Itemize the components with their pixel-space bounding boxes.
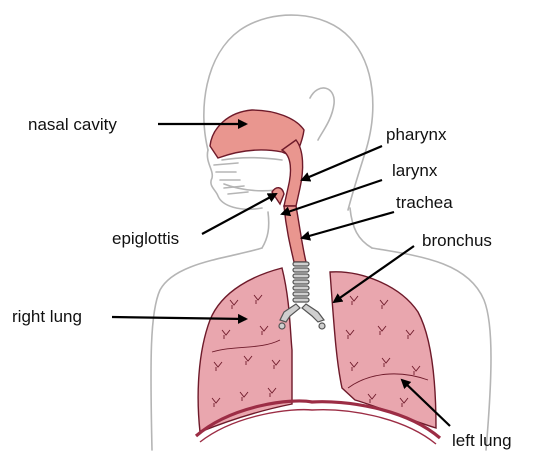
left-lung [330, 272, 436, 428]
trachea [284, 206, 306, 262]
label-bronchus: bronchus [422, 231, 492, 250]
label-right-lung: right lung [12, 307, 82, 326]
arrow-trachea [302, 212, 394, 238]
label-nasal-cavity: nasal cavity [28, 115, 117, 134]
arrow-pharynx [302, 146, 382, 180]
neck-left [262, 212, 269, 248]
oral-cavity [222, 158, 282, 191]
label-trachea: trachea [396, 193, 453, 212]
trachea-rings [293, 262, 309, 302]
label-left-lung: left lung [452, 431, 512, 450]
label-larynx: larynx [392, 161, 438, 180]
label-epiglottis: epiglottis [112, 229, 179, 248]
label-pharynx: pharynx [386, 125, 447, 144]
pharynx [282, 140, 303, 206]
right-lung [198, 268, 292, 432]
neck-right [350, 208, 372, 248]
arrow-epiglottis [202, 194, 276, 234]
ear-outline [310, 88, 334, 140]
